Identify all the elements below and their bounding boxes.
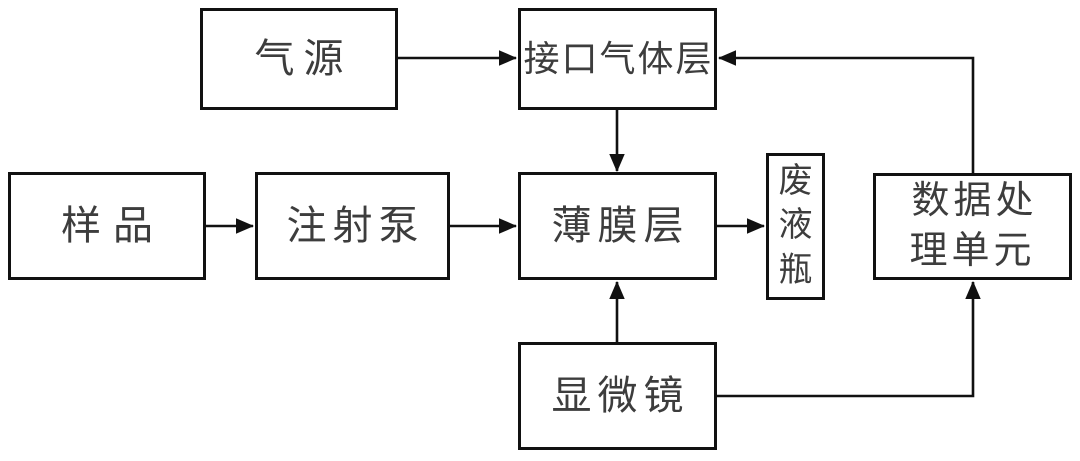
node-microscope: 显微镜 [518, 342, 717, 450]
node-interface-gas-layer: 接口气体层 [518, 8, 717, 110]
node-data-processing-unit-label: 数据处 理单元 [909, 180, 1038, 272]
node-waste-bottle: 废 液 瓶 [766, 153, 825, 300]
node-microscope-label: 显微镜 [551, 373, 690, 418]
node-thin-film-layer-label: 薄膜层 [551, 203, 690, 248]
node-interface-gas-layer-label: 接口气体层 [523, 38, 714, 79]
node-sample-label: 样品 [61, 203, 165, 248]
node-data-processing-unit: 数据处 理单元 [873, 173, 1072, 280]
node-waste-bottle-label: 废 液 瓶 [778, 163, 813, 289]
node-gas-source: 气源 [200, 8, 398, 110]
node-injection-pump-label: 注射泵 [286, 203, 425, 248]
node-thin-film-layer: 薄膜层 [518, 172, 717, 280]
node-gas-source-label: 气源 [254, 36, 353, 81]
node-injection-pump: 注射泵 [255, 172, 450, 280]
arrow-microscope-to-data-processing-unit [717, 280, 981, 398]
node-sample: 样品 [8, 172, 206, 280]
arrow-data-processing-unit-to-interface-gas-layer [717, 50, 975, 173]
